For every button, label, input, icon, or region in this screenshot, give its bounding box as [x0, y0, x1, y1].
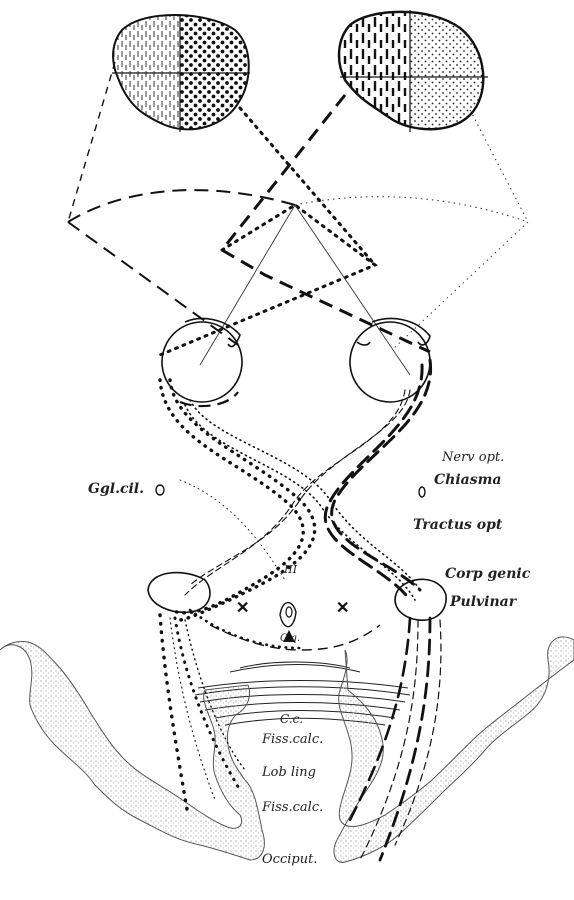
chiasma-marker — [419, 487, 425, 497]
label-corp-genic: Corp genic — [445, 566, 530, 582]
label-third-nerve: III — [284, 563, 297, 576]
optic-pathways — [160, 360, 431, 620]
label-pulvinar: Pulvinar — [450, 594, 516, 610]
label-lob-ling: Lob ling — [262, 765, 316, 780]
label-tractus-opt: Tractus opt — [413, 517, 502, 533]
label-fiss-calc-lower: Fiss.calc. — [262, 800, 323, 815]
svg-text:×: × — [236, 597, 249, 616]
label-fiss-calc-upper: Fiss.calc. — [262, 732, 323, 747]
svg-text:×: × — [336, 597, 349, 616]
left-visual-field-disc — [100, 0, 270, 153]
label-cq: C.q. — [280, 633, 300, 644]
occipital-cortex — [0, 637, 574, 863]
label-cc: C.c. — [280, 712, 303, 726]
right-visual-field-disc — [330, 0, 500, 147]
label-chiasma: Chiasma — [434, 472, 501, 488]
label-ggl-cil: Ggl.cil. — [88, 481, 144, 497]
ciliary-ganglion — [156, 485, 164, 495]
label-occiput: Occiput. — [262, 852, 317, 867]
label-nerv-opt: Nerv opt. — [442, 450, 504, 465]
